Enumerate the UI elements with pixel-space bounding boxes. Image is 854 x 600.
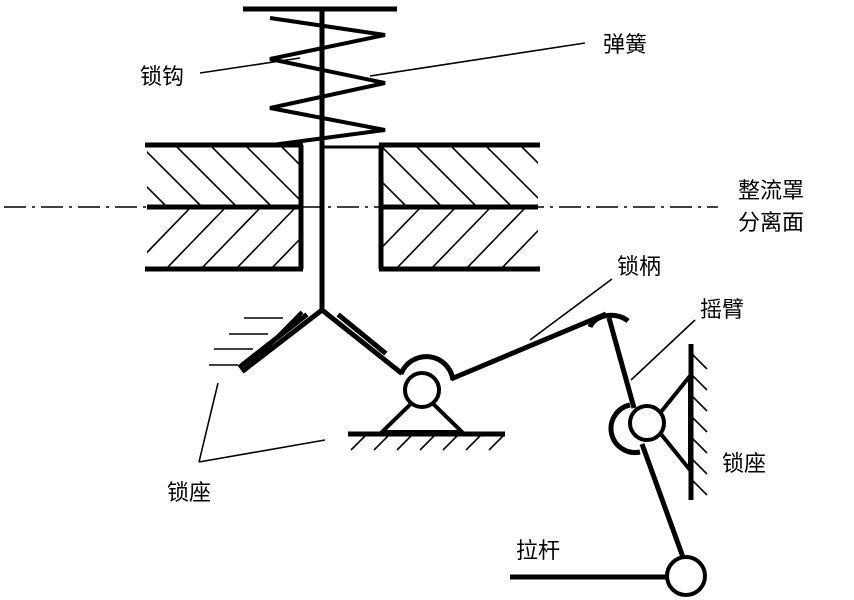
- label-lock-hook: 锁钩: [140, 65, 184, 90]
- lock-handle: [450, 311, 630, 382]
- leader-lines: [198, 42, 696, 463]
- lock-handle-pivot: [348, 354, 505, 451]
- label-lock-seat-right: 锁座: [722, 452, 766, 477]
- lock-seat-left: [209, 310, 304, 373]
- label-spring: 弹簧: [603, 33, 647, 58]
- label-lock-handle: 锁柄: [617, 255, 661, 280]
- pull-rod: [510, 555, 707, 597]
- label-rocker-arm: 摇臂: [700, 298, 744, 323]
- label-pull-rod: 拉杆: [516, 539, 560, 564]
- label-fairing-separation-line1: 整流罩: [738, 179, 804, 204]
- label-lock-seat-left: 锁座: [167, 481, 211, 506]
- hook-fork: [237, 306, 404, 376]
- lock-hook: [319, 9, 380, 310]
- fairing-right-block: [378, 142, 540, 272]
- rocker-arm: [606, 317, 687, 561]
- label-fairing-separation-line2: 分离面: [738, 211, 804, 236]
- lock-seat-right: [608, 344, 708, 500]
